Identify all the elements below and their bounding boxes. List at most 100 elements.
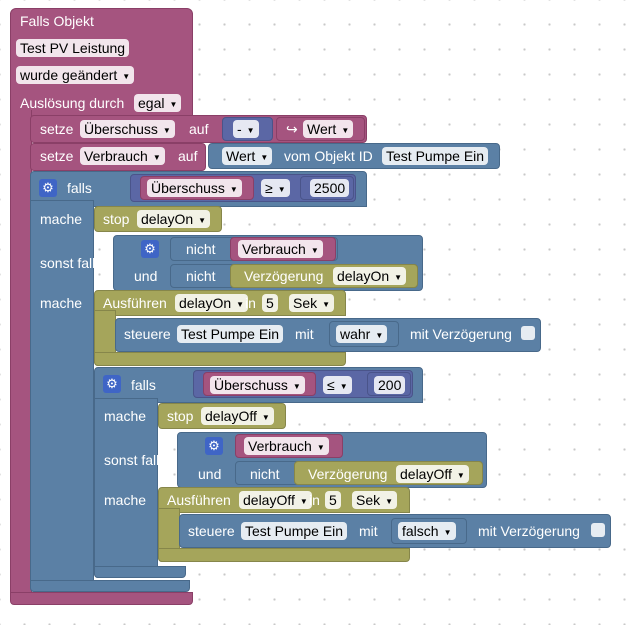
dropdown-arrow-icon: ▼ (316, 443, 325, 452)
and-label: und (198, 466, 222, 482)
bool-value-dropdown[interactable]: wahr▼ (336, 325, 388, 343)
if-block-1-spine (30, 200, 94, 592)
dropdown-arrow-icon: ▼ (443, 528, 452, 537)
control-object-field[interactable]: Test Pumpe Ein (241, 522, 348, 540)
set-keyword: setze (40, 121, 74, 137)
stop-timer-dropdown[interactable]: delayOff▼ (201, 407, 274, 425)
if-block-1-footer (30, 580, 190, 592)
exec-unit-dropdown[interactable]: Sek▼ (289, 294, 335, 312)
delay-timer-dropdown[interactable]: delayOff▼ (396, 465, 469, 483)
get-value-dropdown[interactable]: Wert▼ (222, 147, 273, 165)
exec-in-label: in (309, 492, 320, 508)
dropdown-arrow-icon: ▼ (122, 72, 131, 81)
number-field[interactable]: 200 (374, 376, 406, 394)
stop-label: stop (103, 211, 130, 227)
dropdown-arrow-icon: ▼ (169, 100, 178, 109)
if-label: falls (131, 377, 156, 393)
control-label: steuere (188, 523, 235, 539)
if-block-2-footer (94, 566, 186, 578)
dropdown-arrow-icon: ▼ (322, 300, 331, 309)
bool-value-dropdown[interactable]: falsch▼ (398, 522, 456, 540)
dropdown-arrow-icon: ▼ (292, 382, 301, 391)
exec-unit-dropdown[interactable]: Sek▼ (352, 491, 398, 509)
control-label: steuere (124, 326, 171, 342)
exec-timer-dropdown[interactable]: delayOff▼ (239, 491, 312, 509)
object-id-field[interactable]: Test Pumpe Ein (382, 147, 489, 165)
math-operator-dropdown[interactable]: -▼ (233, 120, 259, 138)
not-label: nicht (186, 268, 216, 284)
variable-dropdown[interactable]: Überschuss▼ (210, 376, 305, 394)
delay-label: Verzögerung (244, 268, 324, 284)
not-label: nicht (250, 466, 280, 482)
verbrauch-variable-dropdown[interactable]: Verbrauch▼ (244, 437, 329, 455)
set-to-label: auf (189, 121, 209, 137)
control-with-label: mit (295, 326, 314, 342)
event-trigger-label: Auslösung durch (20, 95, 125, 111)
gear-icon[interactable]: ⚙ (141, 240, 159, 258)
variable-dropdown[interactable]: Überschuss▼ (147, 179, 242, 197)
event-block-footer (10, 592, 193, 605)
number-field[interactable]: 2500 (310, 179, 350, 197)
dropdown-arrow-icon: ▼ (394, 273, 403, 282)
arrow-icon: ↪ (286, 121, 298, 137)
and-label: und (134, 268, 158, 284)
dropdown-arrow-icon: ▼ (299, 497, 308, 506)
exec-number-field[interactable]: 5 (262, 294, 278, 312)
set-ueberschuss-variable-dropdown[interactable]: Überschuss▼ (80, 120, 175, 138)
do-label: mache (104, 492, 147, 508)
stop-label: stop (167, 408, 194, 424)
control-delay-label: mit Verzögerung (478, 523, 580, 539)
set-verbrauch-variable-dropdown[interactable]: Verbrauch▼ (80, 147, 165, 165)
delay-timer-dropdown[interactable]: delayOn▼ (333, 267, 407, 285)
exec-timeout-footer (158, 548, 410, 562)
dropdown-arrow-icon: ▼ (385, 497, 394, 506)
control-block[interactable] (115, 318, 541, 352)
elseif-label: sonst falls (104, 452, 167, 468)
dropdown-arrow-icon: ▼ (162, 126, 171, 135)
delay-label: Verzögerung (308, 466, 388, 482)
delay-checkbox[interactable] (521, 326, 535, 340)
compare-operator-dropdown[interactable]: ≥▼ (261, 179, 290, 197)
event-condition-dropdown[interactable]: wurde geändert▼ (16, 66, 135, 84)
dropdown-arrow-icon: ▼ (246, 126, 255, 135)
set-keyword: setze (40, 148, 74, 164)
exec-label: Ausführen (103, 295, 167, 311)
compare-operator-dropdown[interactable]: ≤▼ (323, 376, 352, 394)
dropdown-arrow-icon: ▼ (229, 185, 238, 194)
dropdown-arrow-icon: ▼ (456, 471, 465, 480)
dropdown-arrow-icon: ▼ (152, 153, 161, 162)
trigger-value-dropdown[interactable]: Wert▼ (303, 120, 354, 138)
dropdown-arrow-icon: ▼ (375, 331, 384, 340)
do-label: mache (40, 211, 83, 227)
if-label: falls (67, 180, 92, 196)
set-to-label: auf (178, 148, 198, 164)
control-object-field[interactable]: Test Pumpe Ein (177, 325, 284, 343)
gear-icon[interactable]: ⚙ (205, 437, 223, 455)
event-block-spine (10, 110, 32, 604)
dropdown-arrow-icon: ▼ (260, 153, 269, 162)
dropdown-arrow-icon: ▼ (310, 246, 319, 255)
do-label: mache (40, 295, 83, 311)
exec-timer-dropdown[interactable]: delayOn▼ (175, 294, 249, 312)
stop-timer-dropdown[interactable]: delayOn▼ (137, 210, 211, 228)
from-object-label: vom Objekt ID (284, 148, 373, 164)
do-label: mache (104, 408, 147, 424)
exec-in-label: in (245, 295, 256, 311)
control-delay-label: mit Verzögerung (410, 326, 512, 342)
control-with-label: mit (359, 523, 378, 539)
dropdown-arrow-icon: ▼ (261, 413, 270, 422)
event-trigger-dropdown[interactable]: egal▼ (134, 94, 182, 112)
dropdown-arrow-icon: ▼ (198, 216, 207, 225)
dropdown-arrow-icon: ▼ (277, 185, 286, 194)
event-object-field[interactable]: Test PV Leistung (16, 39, 130, 57)
not-label: nicht (186, 241, 216, 257)
if-block-2-spine (94, 398, 158, 578)
dropdown-arrow-icon: ▼ (341, 126, 350, 135)
dropdown-arrow-icon: ▼ (236, 300, 245, 309)
gear-icon[interactable]: ⚙ (39, 179, 57, 197)
event-title: Falls Objekt (20, 13, 94, 29)
exec-number-field[interactable]: 5 (325, 491, 341, 509)
verbrauch-variable-dropdown[interactable]: Verbrauch▼ (238, 240, 323, 258)
gear-icon[interactable]: ⚙ (103, 375, 121, 393)
delay-checkbox[interactable] (591, 523, 605, 537)
